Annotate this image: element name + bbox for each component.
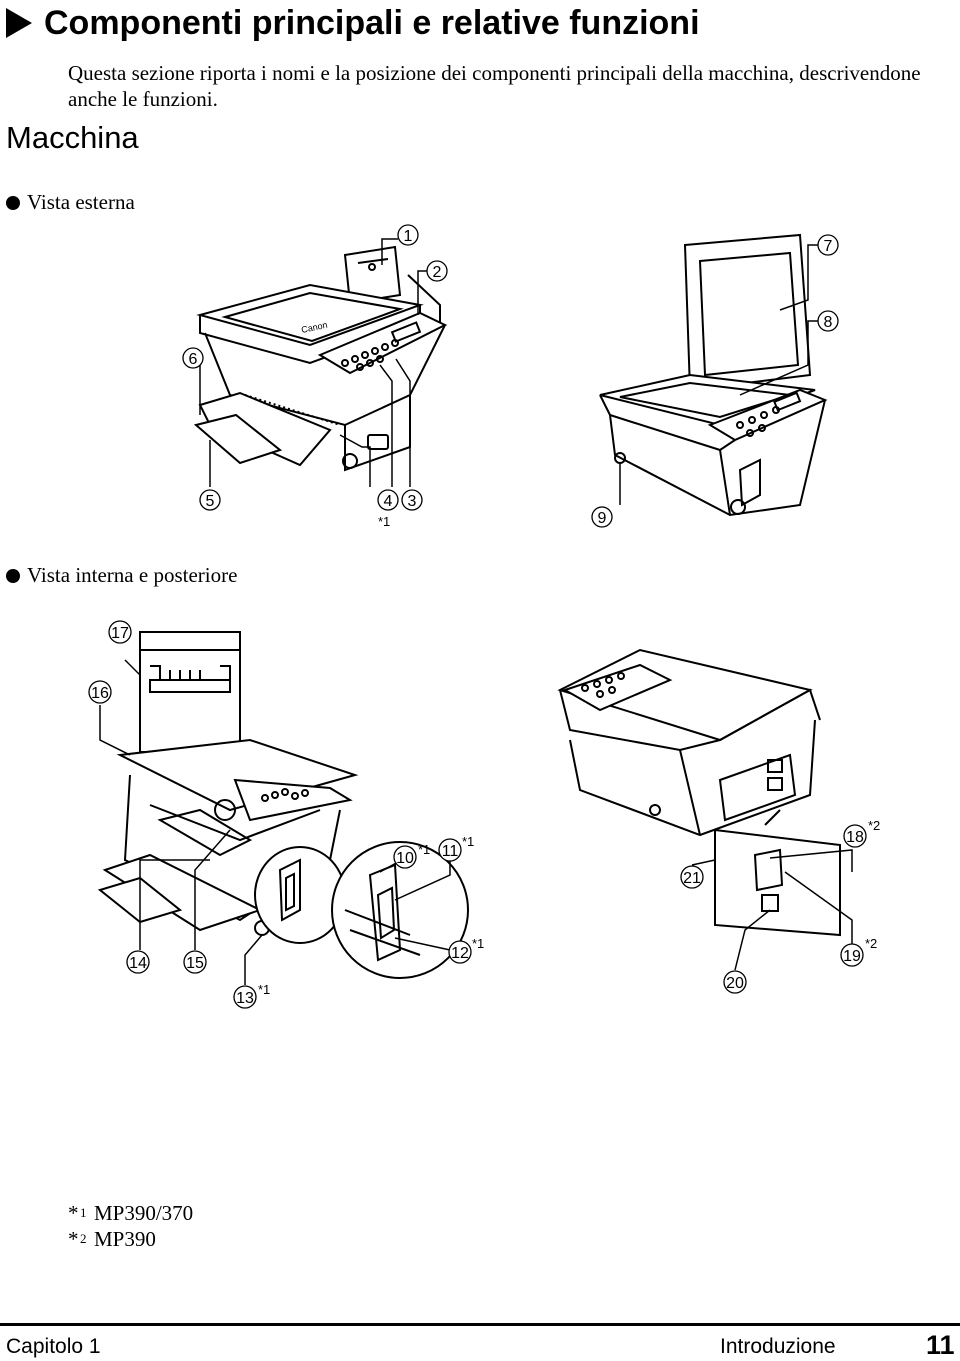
printer-internal-drawing [97,738,359,936]
svg-text:12: 12 [451,945,469,962]
footnote-mark: *2 [868,818,880,833]
callout-5: 5 [199,489,221,511]
subsection-internal: Vista interna e posteriore [6,563,237,588]
callout-1: 1 [397,224,419,246]
section-title: Macchina [6,120,139,155]
callout-12: 12 [448,940,472,964]
callout-16: 16 [88,680,112,704]
footnote-mark: *1 [418,842,430,857]
svg-text:21: 21 [683,870,701,887]
leader-lines-external [199,238,818,505]
footnote-mark: *2 [865,936,877,951]
subsection-external: Vista esterna [6,190,135,215]
footnote-1: *1 MP390/370 [68,1200,193,1226]
svg-text:15: 15 [186,955,204,972]
footer-rule [0,1323,960,1326]
svg-text:14: 14 [129,955,147,972]
footer-chapter: Capitolo 1 [6,1335,101,1358]
footnotes: *1 MP390/370 *2 MP390 [68,1200,193,1252]
footnote-2-text: MP390 [94,1227,156,1251]
footnote-mark: *1 [258,982,270,997]
svg-text:7: 7 [824,238,833,255]
callout-15: 15 [183,950,207,974]
svg-text:6: 6 [189,351,198,368]
svg-text:10: 10 [396,850,414,867]
printer-rear-drawing [557,648,841,937]
bullet-icon [6,568,20,583]
svg-text:1: 1 [404,228,413,245]
svg-text:2: 2 [433,264,442,281]
callout-18: 18 [843,824,867,848]
arrow-right-icon [6,8,32,38]
callout-4: 4 [377,489,399,511]
callout-20: 20 [723,970,747,994]
callout-21: 21 [680,865,704,889]
footnote-2-number: 2 [80,1231,87,1246]
callout-10: 10 [393,845,417,869]
callout-19: 19 [840,943,864,967]
leader-lines-internal [99,659,853,985]
svg-text:19: 19 [843,948,861,965]
svg-text:8: 8 [824,314,833,331]
callout-17: 17 [108,620,132,644]
svg-text:3: 3 [408,493,417,510]
internal-view-illustration: 17 16 14 15 13 *1 10 *1 11 *1 12 *1 18 *… [88,620,880,1009]
svg-text:9: 9 [598,510,607,527]
footnote-mark: *1 [462,834,474,849]
callout-2: 2 [426,260,448,282]
footnote-mark: *1 [378,514,390,529]
card-slot-inset [254,841,469,979]
bullet-icon [6,195,20,210]
footnote-mark: *1 [472,936,484,951]
callout-14: 14 [126,950,150,974]
svg-text:5: 5 [206,493,215,510]
page-number: 11 [926,1330,955,1360]
callout-8: 8 [817,310,839,332]
callout-13: 13 [233,985,257,1009]
callout-7: 7 [817,234,839,256]
svg-text:13: 13 [236,990,254,1007]
footnote-2: *2 MP390 [68,1226,193,1252]
printer-front-drawing: Canon [193,245,448,472]
page-title-row: Componenti principali e relative funzion… [6,2,700,44]
footnote-1-mark: * [68,1201,79,1225]
page-title: Componenti principali e relative funzion… [44,3,700,42]
footer-section: Introduzione [720,1335,836,1358]
subsection-internal-title: Vista interna e posteriore [27,563,238,587]
callout-3: 3 [401,489,423,511]
callout-6: 6 [182,347,204,369]
subsection-external-title: Vista esterna [27,190,135,214]
callout-9: 9 [591,506,613,528]
footnote-1-text: MP390/370 [94,1201,194,1225]
callout-11: 11 [438,838,462,862]
svg-text:18: 18 [846,829,864,846]
svg-text:20: 20 [726,975,744,992]
intro-paragraph: Questa sezione riporta i nomi e la posiz… [68,61,921,111]
footnote-1-number: 1 [80,1205,87,1220]
svg-text:16: 16 [91,685,109,702]
svg-text:4: 4 [384,493,393,510]
svg-text:17: 17 [111,625,129,642]
external-view-illustration: Canon [182,224,839,529]
svg-text:11: 11 [442,843,459,860]
printer-open-drawing [599,233,828,517]
footnote-2-mark: * [68,1227,79,1251]
